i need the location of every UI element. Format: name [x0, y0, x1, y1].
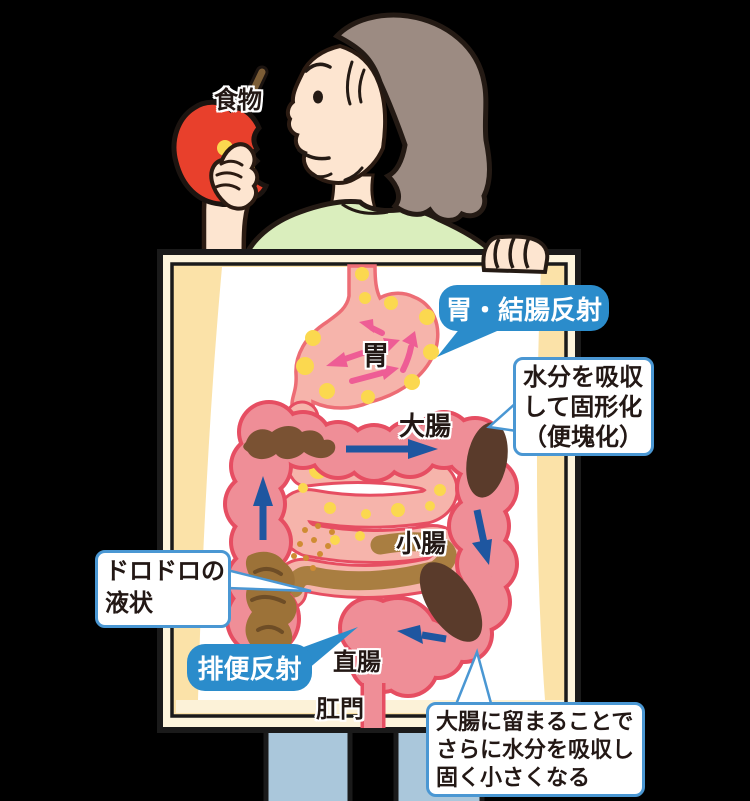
solidify-line-3: （便塊化）: [523, 424, 643, 451]
anus-label: 肛門: [316, 696, 364, 723]
woman-hair: [332, 12, 492, 223]
harden-line-2: さらに水分を吸収し: [436, 737, 635, 762]
large-intestine-label: 大腸: [399, 411, 452, 441]
hair-strand-lines: [343, 60, 366, 182]
solidify-line-1: 水分を吸収: [523, 364, 643, 391]
liquid-callout: ドロドロの 液状: [95, 550, 231, 628]
stool-sigmoid: [419, 562, 483, 642]
chyme-streaks: [250, 567, 286, 634]
rectum-label: 直腸: [333, 649, 381, 676]
callout-pointers: [225, 399, 519, 709]
flow-arrows: [253, 439, 492, 644]
solidify-callout: 水分を吸収 して固形化 （便塊化）: [513, 357, 654, 456]
gastrocolic-reflex-badge: 胃・結腸反射: [439, 285, 609, 331]
solidify-line-2: して固形化: [523, 394, 643, 421]
chin-line: [310, 172, 333, 179]
food-dots-stomach: [296, 267, 439, 404]
eye-icon: [313, 90, 323, 104]
harden-line-1: 大腸に留まることで: [436, 709, 634, 734]
woman-figure: [171, 12, 508, 801]
stool-masses: [243, 422, 508, 657]
speckle-dots-intestine: [291, 523, 335, 571]
mouth: [297, 148, 331, 161]
harden-callout: 大腸に留まることで さらに水分を吸収し 固く小さくなる: [426, 702, 645, 797]
arrow-to-rectum: [421, 631, 447, 643]
liquid-line-2: 液状: [105, 590, 153, 617]
stool-descending-top: [466, 422, 508, 498]
food-label: 食物: [214, 87, 262, 114]
shirt: [238, 199, 508, 267]
small-intestine-label: 小腸: [396, 530, 447, 558]
apple-stem: [242, 68, 266, 110]
eyebrow: [304, 62, 332, 73]
arrow-descending: [473, 509, 488, 544]
stomach-churn-arrows: [326, 319, 418, 384]
right-hand-finger-lines: [493, 237, 531, 269]
harden-line-3: 固く小さくなる: [436, 765, 591, 790]
finger-lines: [214, 159, 244, 191]
liquid-line-1: ドロドロの: [105, 558, 225, 585]
stool-transverse-chunk: [243, 426, 336, 460]
collar-line: [341, 202, 389, 215]
right-hand: [481, 234, 550, 275]
left-leg: [263, 719, 353, 801]
defecation-reflex-badge: 排便反射: [187, 644, 312, 691]
stomach-label: 胃: [362, 341, 389, 371]
left-hand: [209, 142, 260, 211]
